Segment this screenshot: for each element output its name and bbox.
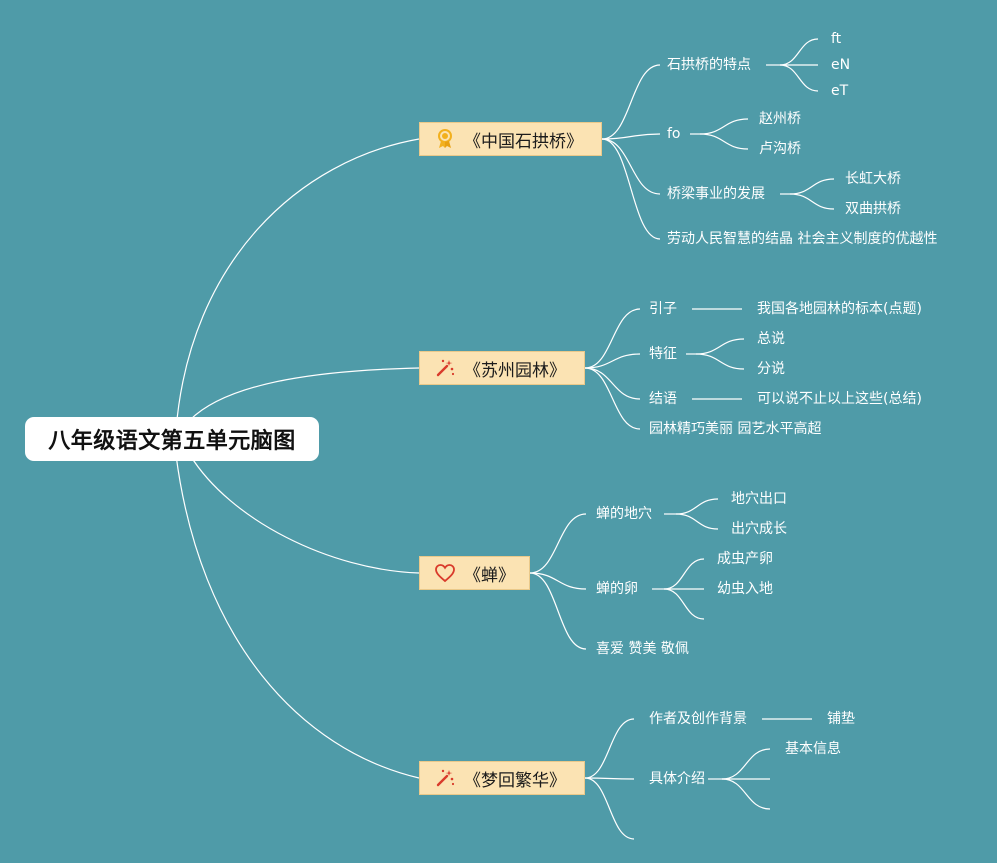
- leaf-label[interactable]: ft: [831, 31, 842, 47]
- topic-title: 《梦回繁华》: [464, 770, 566, 791]
- branch-label[interactable]: 劳动人民智慧的结晶 社会主义制度的优越性: [667, 231, 938, 247]
- leaf-connector: [663, 588, 705, 620]
- branch-label[interactable]: fo: [667, 126, 681, 142]
- branch-connector: [529, 572, 587, 590]
- leaf-connector: [789, 193, 835, 210]
- leaf-label[interactable]: 可以说不止以上这些(总结): [757, 391, 922, 407]
- branch-label[interactable]: 喜爱 赞美 敬佩: [596, 641, 689, 657]
- leaf-label[interactable]: eN: [831, 57, 851, 73]
- magic-wand-icon: [434, 357, 456, 379]
- branch-connector: [584, 367, 641, 430]
- topic-title: 《蝉》: [464, 565, 515, 586]
- branch-label[interactable]: 结语: [649, 391, 677, 407]
- branch-connector: [529, 572, 587, 650]
- leaf-label[interactable]: 成虫产卵: [717, 551, 773, 567]
- leaf-connector: [721, 748, 771, 780]
- branch-label[interactable]: 特征: [649, 346, 677, 362]
- root-connector: [175, 454, 420, 779]
- magic-wand-icon: [434, 767, 456, 789]
- branch-label[interactable]: 桥梁事业的发展: [667, 186, 765, 202]
- branch-connector: [584, 308, 641, 369]
- branch-connector: [529, 513, 587, 574]
- branch-label[interactable]: 蝉的卵: [596, 581, 638, 597]
- branch-connector: [601, 138, 661, 240]
- heart-icon: [434, 562, 456, 584]
- leaf-label[interactable]: eT: [831, 83, 849, 99]
- leaf-label[interactable]: 双曲拱桥: [845, 201, 901, 217]
- leaf-label[interactable]: 分说: [757, 361, 785, 377]
- leaf-connector: [695, 353, 745, 370]
- topic-dream-prosperity[interactable]: 《梦回繁华》: [419, 761, 585, 795]
- branch-connector: [584, 353, 641, 369]
- leaf-label[interactable]: 幼虫入地: [717, 581, 773, 597]
- leaf-connector: [663, 558, 705, 590]
- leaf-connector: [695, 338, 745, 355]
- leaf-connector: [675, 498, 719, 515]
- branch-connector: [584, 367, 641, 400]
- leaf-connector: [699, 118, 749, 135]
- root-node[interactable]: 八年级语文第五单元脑图: [25, 417, 319, 461]
- leaf-connector: [675, 513, 719, 530]
- branch-label[interactable]: 园林精巧美丽 园艺水平高超: [649, 421, 822, 437]
- leaf-label[interactable]: 我国各地园林的标本(点题): [757, 301, 922, 317]
- branch-connector: [584, 718, 635, 779]
- branch-label[interactable]: 引子: [649, 301, 677, 317]
- branch-label[interactable]: 作者及创作背景: [649, 711, 747, 727]
- branch-connector: [601, 133, 661, 140]
- topic-suzhou-gardens[interactable]: 《苏州园林》: [419, 351, 585, 385]
- leaf-label[interactable]: 基本信息: [785, 741, 841, 757]
- award-ribbon-icon: [434, 128, 456, 150]
- leaf-label[interactable]: 长虹大桥: [845, 171, 901, 187]
- leaf-connector: [699, 133, 749, 150]
- leaf-label[interactable]: 赵州桥: [759, 111, 801, 127]
- leaf-label[interactable]: 地穴出口: [731, 491, 787, 507]
- leaf-label[interactable]: 卢沟桥: [759, 141, 801, 157]
- root-connector: [189, 367, 420, 421]
- branch-label[interactable]: 蝉的地穴: [596, 506, 652, 522]
- topic-chinese-stone-bridge[interactable]: 《中国石拱桥》: [419, 122, 602, 156]
- leaf-connector: [779, 38, 819, 66]
- branch-connector: [601, 64, 661, 140]
- root-connector: [189, 454, 420, 574]
- leaf-connector: [721, 778, 771, 810]
- root-connector: [175, 138, 420, 431]
- branch-label[interactable]: 具体介绍: [649, 771, 705, 787]
- topic-title: 《苏州园林》: [464, 360, 566, 381]
- leaf-connector: [779, 64, 819, 92]
- leaf-label[interactable]: 总说: [757, 331, 785, 347]
- topic-cicada[interactable]: 《蝉》: [419, 556, 530, 590]
- leaf-label[interactable]: 出穴成长: [731, 521, 787, 537]
- branch-connector: [584, 777, 635, 780]
- branch-connector: [601, 138, 661, 195]
- branch-connector: [584, 777, 635, 840]
- leaf-connector: [789, 178, 835, 195]
- leaf-label[interactable]: 铺垫: [827, 711, 855, 727]
- topic-title: 《中国石拱桥》: [464, 131, 583, 152]
- branch-label[interactable]: 石拱桥的特点: [667, 57, 751, 73]
